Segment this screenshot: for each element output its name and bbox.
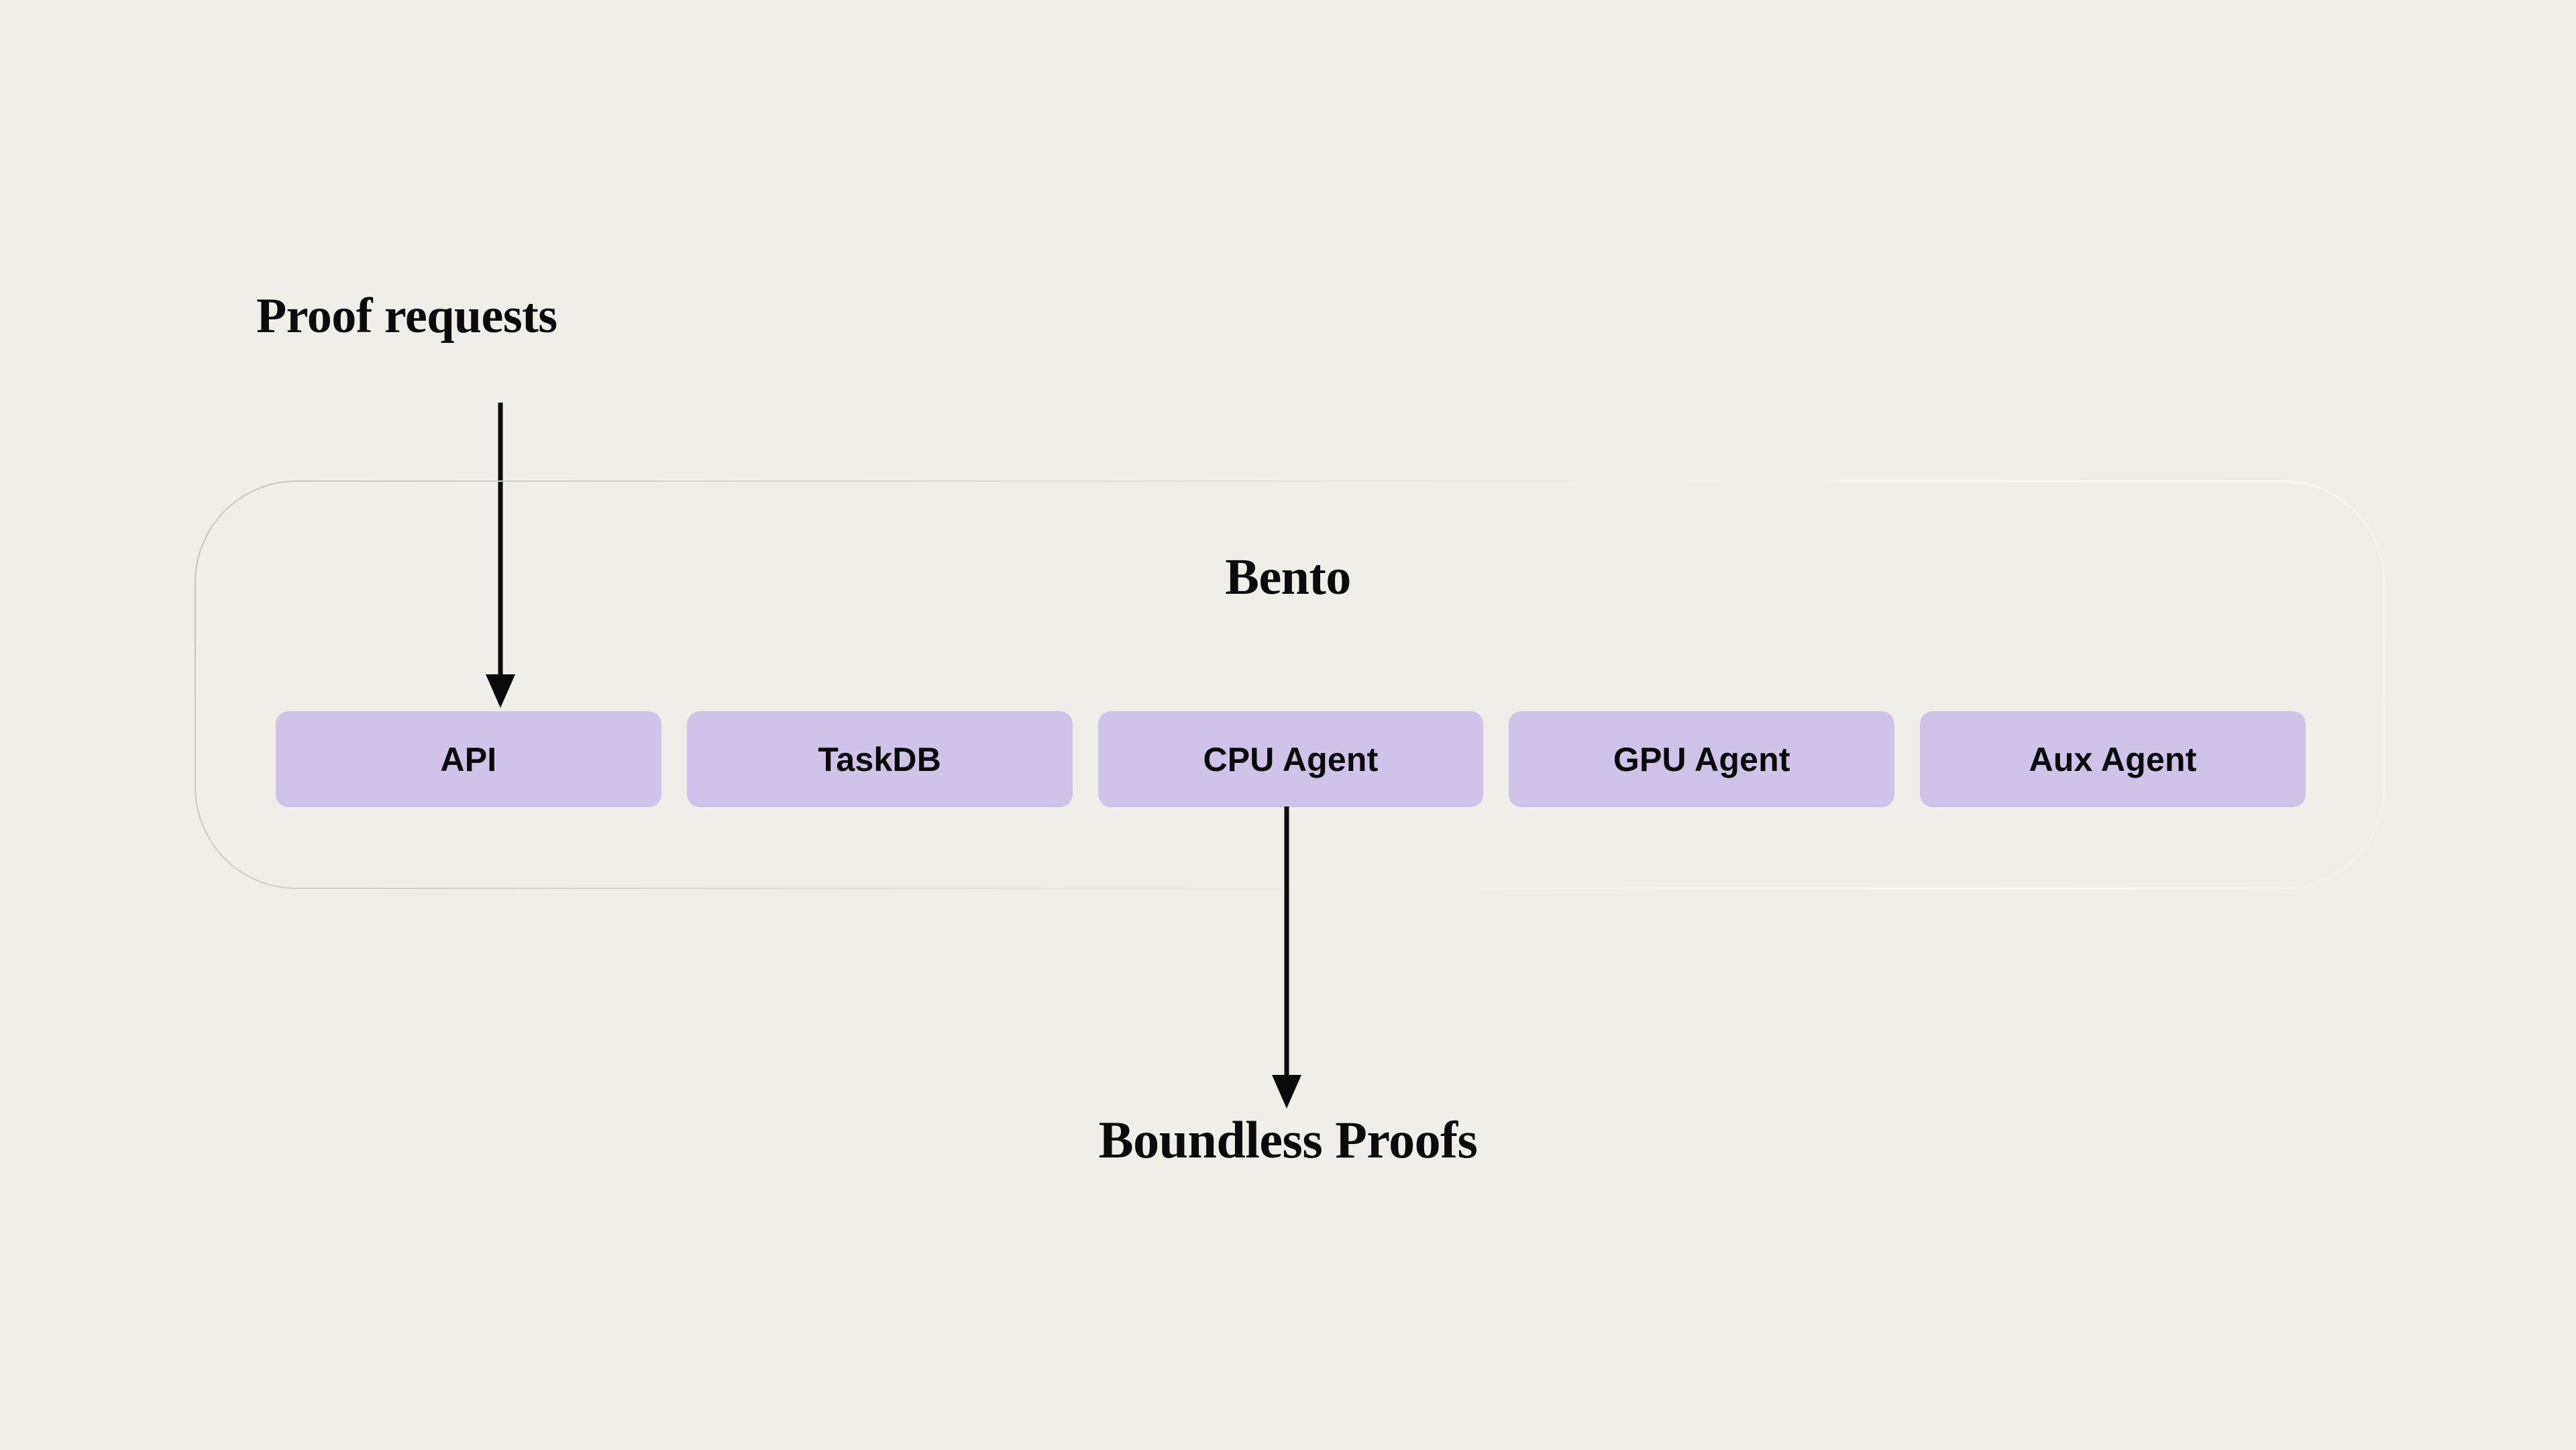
node-box-taskdb[interactable]: TaskDB — [686, 711, 1073, 807]
node-box-api[interactable]: API — [276, 711, 661, 807]
arrow-head-icon — [1272, 1075, 1301, 1108]
bento-container: API TaskDB CPU Agent GPU Agent Aux Agent — [195, 480, 2385, 889]
bento-title: Bento — [1225, 549, 1351, 605]
output-label-boundless-proofs: Boundless Proofs — [1098, 1110, 1478, 1169]
bento-node-row: API TaskDB CPU Agent GPU Agent Aux Agent — [276, 711, 2306, 807]
node-box-aux-agent[interactable]: Aux Agent — [1920, 711, 2306, 807]
input-label-proof-requests: Proof requests — [256, 289, 557, 344]
node-label-cpu-agent: CPU Agent — [1203, 740, 1379, 778]
node-label-api: API — [440, 740, 497, 778]
node-label-taskdb: TaskDB — [818, 740, 942, 778]
node-box-cpu-agent[interactable]: CPU Agent — [1097, 711, 1484, 807]
node-label-aux-agent: Aux Agent — [2029, 740, 2197, 778]
node-label-gpu-agent: GPU Agent — [1613, 740, 1790, 778]
node-box-gpu-agent[interactable]: GPU Agent — [1509, 711, 1895, 807]
